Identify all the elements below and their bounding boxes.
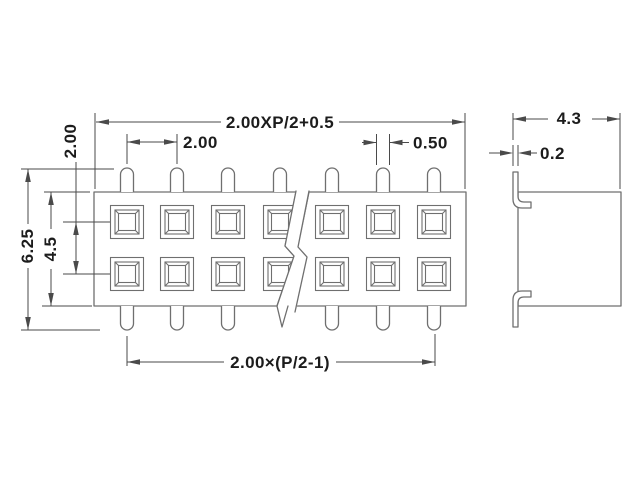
dim-overall-width-label: 2.00XP/2+0.5 — [226, 113, 334, 132]
contact-cavity — [159, 256, 195, 292]
bottom-pin — [220, 305, 236, 331]
contact-cavity — [314, 204, 350, 240]
contact-cavity — [365, 204, 401, 240]
dim-pin-pitch: 2.00 — [126, 133, 218, 164]
bottom-pin — [375, 305, 391, 331]
dim-overall-width: 2.00XP/2+0.5 — [94, 113, 466, 189]
contact-cavity — [416, 256, 452, 292]
contact-cavity — [109, 204, 145, 240]
dim-pin-span-label: 2.00×(P/2-1) — [230, 353, 330, 372]
bottom-pin — [324, 305, 340, 331]
bottom-pin — [119, 305, 135, 331]
contact-cavity — [210, 256, 246, 292]
dimensions: 2.00XP/2+0.5 2.00 0.50 2.00 — [18, 109, 621, 372]
contact-row-1 — [109, 204, 452, 240]
side-view — [512, 171, 622, 328]
contact-cavity — [109, 256, 145, 292]
break-symbol — [276, 190, 310, 329]
dim-overall-height: 6.25 — [18, 168, 114, 331]
dim-pin-width: 0.50 — [362, 134, 448, 165]
side-bottom-tab — [512, 290, 532, 328]
contact-cavity — [210, 204, 246, 240]
side-body — [517, 191, 622, 307]
top-pin — [119, 167, 135, 193]
bottom-pin — [426, 305, 442, 331]
top-pin — [426, 167, 442, 193]
dim-pin-span: 2.00×(P/2-1) — [126, 334, 436, 372]
dim-pin-width-label: 0.50 — [413, 134, 448, 153]
dim-side-depth: 4.3 — [512, 109, 621, 189]
top-pin — [324, 167, 340, 193]
side-top-tab — [512, 171, 532, 209]
bottom-pin — [169, 305, 185, 331]
top-pin — [375, 167, 391, 193]
dim-body-height: 4.5 — [41, 191, 92, 307]
break-line-right — [294, 190, 310, 313]
contact-row-2 — [109, 256, 452, 292]
contact-cavity — [314, 256, 350, 292]
contact-cavity — [416, 204, 452, 240]
break-line-left — [276, 190, 297, 328]
top-pin — [220, 167, 236, 193]
dim-row-pitch: 2.00 — [61, 124, 110, 275]
dim-overall-height-label: 6.25 — [18, 229, 37, 264]
contact-cavity — [159, 204, 195, 240]
dim-tab-thickness: 0.2 — [489, 144, 565, 166]
dim-side-depth-label: 4.3 — [557, 109, 582, 128]
dim-body-height-label: 4.5 — [41, 237, 60, 262]
contact-cavity — [365, 256, 401, 292]
top-pin — [272, 167, 288, 193]
top-pin — [169, 167, 185, 193]
dim-tab-thickness-label: 0.2 — [540, 144, 565, 163]
dim-row-pitch-label: 2.00 — [61, 124, 80, 159]
top-pins — [119, 167, 442, 193]
break-gap — [277, 190, 310, 329]
front-view — [93, 167, 467, 331]
dim-pin-pitch-label: 2.00 — [183, 133, 218, 152]
